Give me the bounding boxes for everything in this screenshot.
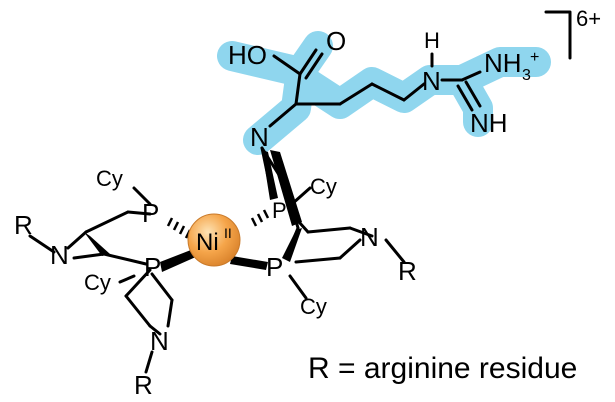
r-label-left: R xyxy=(14,210,33,240)
p-label-upper-left: P xyxy=(142,198,159,228)
cy-label-upper-right: Cy xyxy=(310,174,337,199)
ammonium-charge: + xyxy=(530,49,539,66)
amine-nitrogen-label: N xyxy=(250,122,269,152)
cy-label-lower-left: Cy xyxy=(84,270,111,295)
nickel-symbol-label: Ni xyxy=(196,229,219,256)
complex-charge-label: 6+ xyxy=(576,6,601,31)
guanidine-h-label: H xyxy=(424,28,440,53)
wedge-bonds xyxy=(84,150,302,272)
n-label-bottom: N xyxy=(150,326,169,356)
n-label-right: N xyxy=(360,222,379,252)
nickel-oxidation-label: II xyxy=(224,225,232,241)
legend-text: R = arginine residue xyxy=(308,352,577,385)
p-label-upper-right: P xyxy=(272,198,287,223)
cy-label-lower-right: Cy xyxy=(300,294,327,319)
cy-label-upper-left: Cy xyxy=(96,166,123,191)
guanidine-nitrogen-label: N xyxy=(422,66,441,96)
r-label-bottom: R xyxy=(134,370,153,400)
hydroxyl-label: HO xyxy=(228,40,267,70)
atom-labels: O HO N H N NH 3 + NH 6+ Ni II Cy P P N R… xyxy=(14,6,601,400)
imine-label: NH xyxy=(470,108,508,138)
r-label-right: R xyxy=(398,256,417,286)
ammonium-label: NH xyxy=(484,48,522,78)
bonds xyxy=(28,10,572,374)
ammonium-subscript: 3 xyxy=(522,67,531,84)
p-label-lower-right: P xyxy=(266,252,283,282)
p-label-lower-left: P xyxy=(144,252,161,282)
n-label-left: N xyxy=(50,240,69,270)
carbonyl-oxygen-label: O xyxy=(326,26,346,56)
hashed-bonds xyxy=(166,209,270,239)
